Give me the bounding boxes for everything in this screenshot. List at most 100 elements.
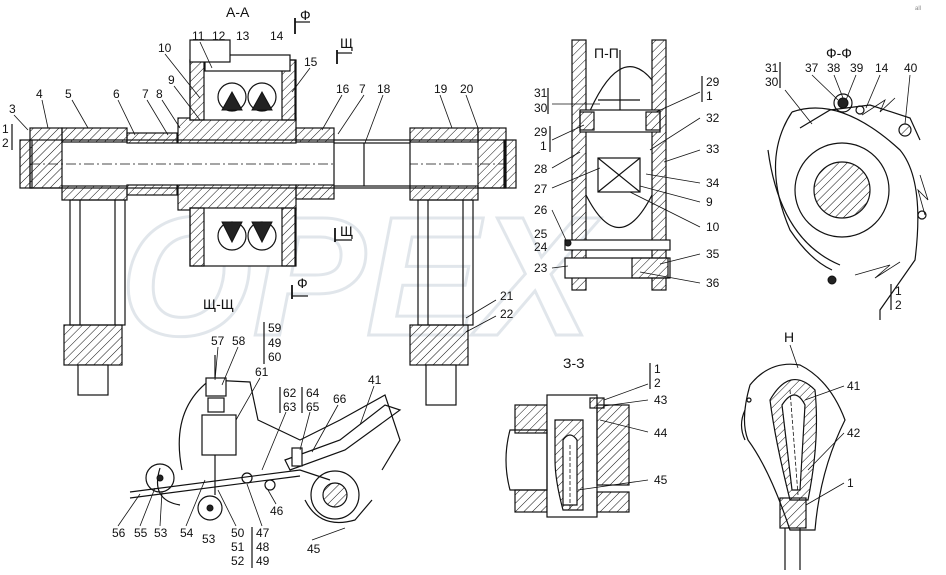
pp-callout-30: 30 [534, 101, 548, 115]
callout-3: 3 [9, 102, 16, 116]
pp-callout-25: 25 [534, 227, 548, 241]
section-marker-f-bottom: Ф [297, 275, 308, 291]
section-shsh-title: Щ-Щ [203, 296, 234, 312]
pp-callout-10: 10 [706, 220, 720, 234]
section-zz-title: З-З [563, 355, 585, 371]
shsh-callout-50: 50 [231, 526, 245, 540]
callout-14: 14 [270, 29, 284, 43]
shsh-callout-46: 46 [270, 504, 284, 518]
ff-callout-39: 39 [850, 61, 864, 75]
shsh-callout-51: 51 [231, 540, 245, 554]
callout-2: 2 [2, 136, 9, 150]
shsh-callout-49-bottom: 49 [256, 554, 270, 568]
shsh-callout-56: 56 [112, 526, 126, 540]
callout-15: 15 [304, 55, 318, 69]
pp-callout-29-left: 29 [534, 125, 548, 139]
callout-19: 19 [434, 82, 448, 96]
ff-callout-31: 31 [765, 61, 779, 75]
section-pp-title: П-П [594, 45, 619, 61]
callout-16: 16 [336, 82, 350, 96]
callout-7-left: 7 [142, 87, 149, 101]
shsh-callout-48: 48 [256, 540, 270, 554]
shsh-callout-60: 60 [268, 350, 282, 364]
zz-callout-44: 44 [654, 426, 668, 440]
pp-callout-31: 31 [534, 86, 548, 100]
section-ff-title: Ф-Ф [826, 45, 852, 61]
callout-22: 22 [500, 307, 514, 321]
pp-callout-34: 34 [706, 176, 720, 190]
pp-callout-26: 26 [534, 203, 548, 217]
shsh-callout-53-left: 53 [154, 526, 168, 540]
callout-9: 9 [168, 73, 175, 87]
shsh-callout-62: 62 [283, 386, 297, 400]
pp-callout-33: 33 [706, 142, 720, 156]
shsh-callout-54: 54 [180, 526, 194, 540]
section-marker-f-top: Ф [300, 7, 311, 23]
callout-4: 4 [36, 87, 43, 101]
section-marker-sh-bottom: Щ [340, 223, 353, 239]
pp-callout-28: 28 [534, 162, 548, 176]
pp-callout-1-top: 1 [706, 89, 713, 103]
pp-callout-35: 35 [706, 247, 720, 261]
pp-callout-27: 27 [534, 182, 548, 196]
ff-callout-2: 2 [895, 298, 902, 312]
section-n: Н 41 42 1 [740, 329, 861, 570]
shsh-callout-52: 52 [231, 554, 245, 568]
section-marker-sh-top: Щ [340, 35, 353, 51]
callout-8: 8 [156, 87, 163, 101]
shsh-callout-57: 57 [211, 334, 225, 348]
shsh-callout-65: 65 [306, 400, 320, 414]
section-n-title: Н [784, 329, 794, 345]
callout-12: 12 [212, 29, 226, 43]
ff-callout-30: 30 [765, 75, 779, 89]
shsh-callout-49-top: 49 [268, 336, 282, 350]
callout-10: 10 [158, 41, 172, 55]
zz-callout-2: 2 [654, 376, 661, 390]
callout-21: 21 [500, 289, 514, 303]
shsh-callout-45: 45 [307, 542, 321, 556]
ff-callout-37: 37 [805, 61, 819, 75]
shsh-callout-63: 63 [283, 400, 297, 414]
shsh-callout-59: 59 [268, 321, 282, 335]
pp-callout-1-left: 1 [540, 139, 547, 153]
callout-7-right: 7 [359, 82, 366, 96]
callout-18: 18 [377, 82, 391, 96]
ff-callout-14: 14 [875, 61, 889, 75]
shsh-callout-64: 64 [306, 386, 320, 400]
callout-5: 5 [65, 87, 72, 101]
zz-callout-43: 43 [654, 393, 668, 407]
n-callout-1: 1 [847, 476, 854, 490]
shsh-callout-61: 61 [255, 365, 269, 379]
section-zz: З-З 1 2 43 44 45 [505, 355, 668, 518]
zz-callout-45: 45 [654, 473, 668, 487]
watermark-mark: all [915, 6, 921, 12]
callout-11: 11 [192, 29, 205, 43]
pp-callout-23: 23 [534, 261, 548, 275]
ff-callout-40: 40 [904, 61, 918, 75]
pp-callout-29-top: 29 [706, 75, 720, 89]
shsh-callout-53-right: 53 [202, 532, 216, 546]
n-callout-42: 42 [847, 426, 861, 440]
callout-1: 1 [2, 122, 9, 136]
shsh-callout-66: 66 [333, 392, 347, 406]
pp-callout-36: 36 [706, 276, 720, 290]
callout-6: 6 [113, 87, 120, 101]
ff-callout-1: 1 [895, 284, 902, 298]
section-ff: Ф-Ф 31 30 37 38 39 14 40 1 2 [765, 45, 929, 320]
callout-20: 20 [460, 82, 474, 96]
section-pp: П-П 31 30 29 1 29 1 32 28 33 27 34 9 10 … [534, 39, 720, 291]
section-aa-title: А-А [226, 4, 250, 20]
shsh-callout-41: 41 [368, 373, 382, 387]
callout-13: 13 [236, 29, 250, 43]
zz-callout-1: 1 [654, 362, 661, 376]
section-shsh: Щ-Щ 57 58 59 49 60 61 62 63 64 65 66 [112, 296, 402, 568]
shsh-callout-47: 47 [256, 526, 270, 540]
shsh-callout-58: 58 [232, 334, 246, 348]
ff-callout-38: 38 [827, 61, 841, 75]
pp-callout-9: 9 [706, 195, 713, 209]
section-aa: А-А Ф Щ Щ Ф [2, 4, 517, 406]
n-callout-41: 41 [847, 379, 861, 393]
shsh-callout-55: 55 [134, 526, 148, 540]
pp-callout-24: 24 [534, 240, 548, 254]
